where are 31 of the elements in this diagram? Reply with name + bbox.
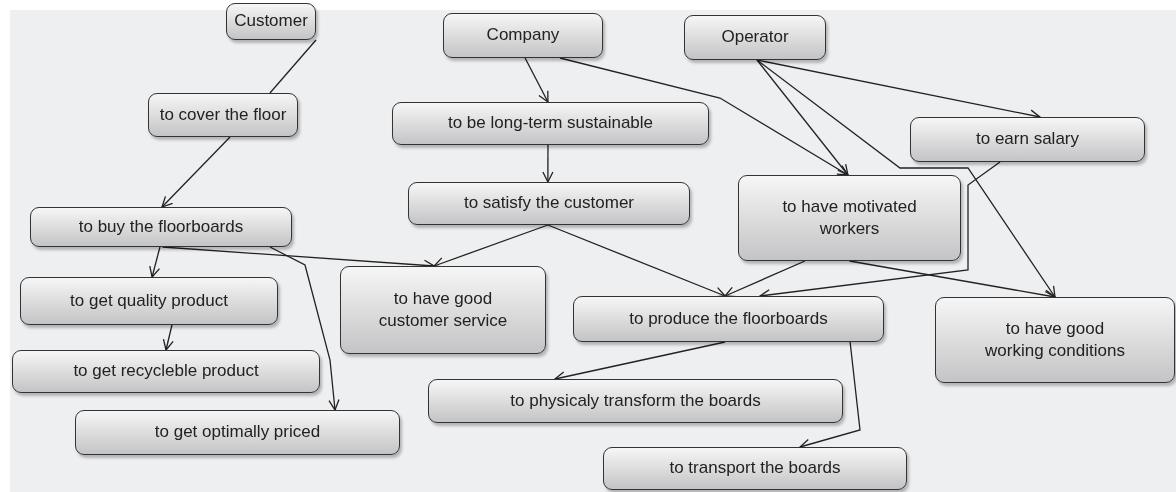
goal-box: to get recycleble product <box>12 350 320 393</box>
arrow <box>161 136 231 208</box>
goal-box: to earn salary <box>910 117 1145 162</box>
arrow <box>433 224 549 268</box>
goal-box: to get quality product <box>20 277 278 325</box>
arrow <box>162 324 174 351</box>
goal-box: to buy the floorboards <box>30 207 292 247</box>
arrow <box>547 224 726 298</box>
goal-box: Company <box>443 13 603 58</box>
goal-box: to cover the floor <box>148 93 298 137</box>
goal-box: Operator <box>684 15 826 60</box>
goal-box: to have good working conditions <box>935 297 1175 383</box>
arrow <box>559 57 849 176</box>
arrow <box>269 246 340 411</box>
arrow <box>149 246 161 278</box>
arrow <box>756 59 1056 298</box>
arrow <box>799 341 861 450</box>
goal-box: to get optimally priced <box>75 410 400 455</box>
goal-box: to physicaly transform the boards <box>428 379 843 423</box>
arrow <box>524 57 549 103</box>
goal-box: Customer <box>226 3 316 40</box>
arrow <box>756 59 849 176</box>
goal-box: to satisfy the customer <box>408 182 690 225</box>
connector-line <box>269 39 317 94</box>
arrow <box>542 144 554 183</box>
goal-box: to produce the floorboards <box>573 296 884 342</box>
arrow <box>724 260 806 298</box>
goal-box: to transport the boards <box>603 447 907 490</box>
goal-box: to have motivated workers <box>738 175 961 261</box>
goal-box: to be long-term sustainable <box>392 102 709 145</box>
goal-box: to have good customer service <box>340 266 546 354</box>
